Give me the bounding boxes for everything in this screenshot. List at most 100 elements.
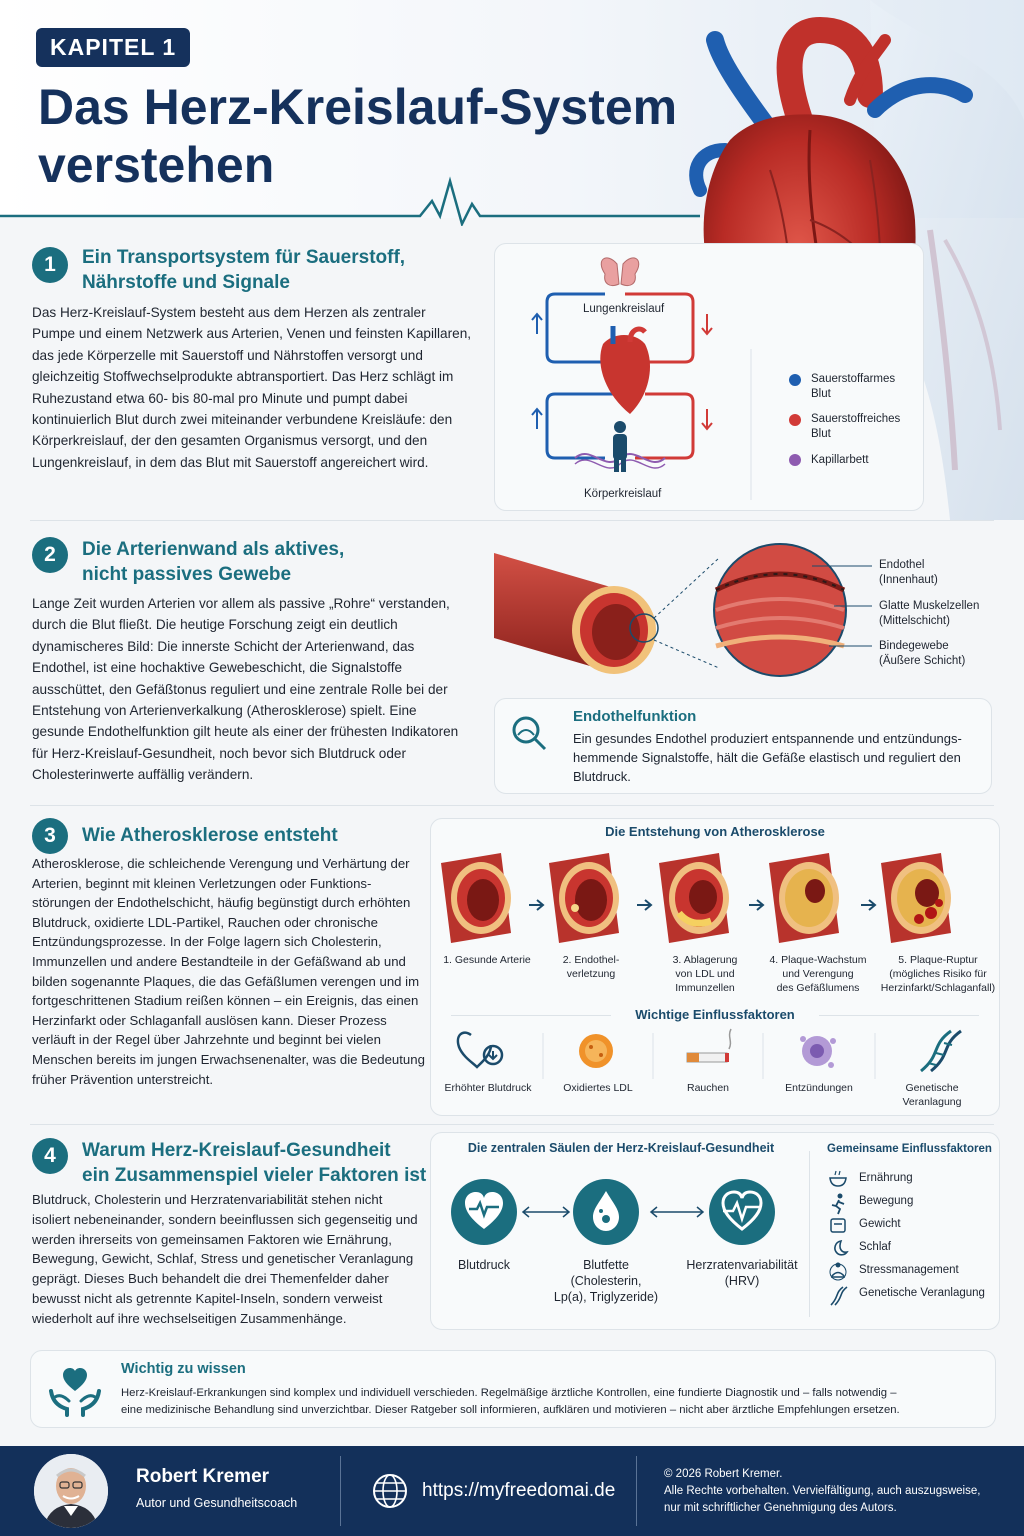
factor-3-label: Rauchen <box>686 1082 730 1094</box>
scale-icon <box>830 1218 846 1233</box>
layer-endothel-line-2: (Innenhaut) <box>879 574 938 586</box>
legend-oxygen-poor-line-1: Sauerstoffarmes <box>811 373 896 385</box>
bidirectional-arrow-icon <box>521 1206 571 1218</box>
pillar-2-label: Blutfette (Cholesterin, Lp(a), Triglyzerid… <box>546 1257 666 1305</box>
artery-wall-illustration <box>494 543 872 677</box>
common-factor-4: Schlaf <box>859 1241 891 1253</box>
copyright-line-3: nur mit schriftlicher Genehmigung des Au… <box>664 1502 897 1514</box>
globe-icon <box>373 1474 407 1508</box>
pillar-2-line-2: (Cholesterin, <box>570 1274 642 1288</box>
factors-title: Wichtige Einflussfaktoren <box>611 1007 819 1022</box>
hrv-heart-icon <box>709 1179 775 1245</box>
section-1-heading-line-1: Ein Transportsystem für Sauerstoff, <box>82 247 406 268</box>
factor-5-line-1: Genetische <box>905 1082 959 1094</box>
atherosclerosis-stages-illustration <box>441 853 951 943</box>
section-2-heading: Die Arterienwand als aktives, nicht pass… <box>82 537 344 587</box>
page-title: Das Herz-Kreislauf-System verstehen <box>38 78 698 194</box>
title-line-2: verstehen <box>38 137 275 193</box>
meditation-icon <box>829 1262 847 1281</box>
pillars-card: Die zentralen Säulen der Herz-Kreislauf-… <box>430 1132 1000 1330</box>
running-icon <box>831 1193 845 1215</box>
stage-3-line-1: 3. Ablagerung <box>672 954 738 966</box>
pillar-2-line-1: Blutfette <box>583 1258 629 1272</box>
divider <box>636 1456 637 1526</box>
magnifier-icon <box>512 716 547 751</box>
common-factor-1: Ernährung <box>859 1172 913 1184</box>
footer: Robert Kremer Autor und Gesundheitscoach… <box>0 1446 1024 1536</box>
bidirectional-arrow-icon <box>649 1206 705 1218</box>
header: KAPITEL 1 Das Herz-Kreislauf-System vers… <box>0 0 1024 520</box>
stage-4-line-2: und Verengung <box>782 968 854 980</box>
common-factor-5: Stressmanagement <box>859 1264 959 1276</box>
legend-oxygen-rich-line-1: Sauerstoffreiches <box>811 413 901 425</box>
layer-connective-line-1: Bindegewebe <box>879 640 949 652</box>
stage-4-label: 4. Plaque-Wachstum und Verengung des Gefäß… <box>763 953 873 995</box>
layer-muscle-line-1: Glatte Muskelzellen <box>879 600 980 612</box>
pillar-2-line-3: Lp(a), Triglyzeride) <box>553 1290 659 1304</box>
factor-5-line-2: Veranlagung <box>902 1096 962 1108</box>
layer-connective-line-2: (Äußere Schicht) <box>879 655 966 667</box>
factor-2-label: Oxidiertes LDL <box>563 1082 633 1094</box>
dna-icon <box>920 1029 962 1073</box>
important-note-box: Wichtig zu wissen Herz-Kreislauf-Erkrank… <box>30 1350 996 1428</box>
factor-1-label: Erhöhter Blutdruck <box>444 1082 532 1094</box>
ekg-line <box>0 176 700 226</box>
ldl-particle-icon <box>579 1034 613 1068</box>
factor-4-label: Entzündungen <box>785 1082 853 1094</box>
section-4-heading-line-1: Warum Herz-Kreislauf-Gesundheit <box>82 1140 391 1161</box>
section-1-number: 1 <box>32 247 68 283</box>
layer-endothel-label: Endothel (Innenhaut) <box>879 558 938 588</box>
section-4-number: 4 <box>32 1138 68 1174</box>
legend-item-oxygen-poor: Sauerstoffarmes Blut <box>811 372 895 402</box>
blood-drop-icon <box>573 1179 639 1245</box>
stage-2-line-2: verletzung <box>566 968 616 980</box>
layer-muscle-label: Glatte Muskelzellen (Mittelschicht) <box>879 599 979 629</box>
blood-pressure-heart-icon <box>451 1179 517 1245</box>
author-name: Robert Kremer <box>136 1466 270 1487</box>
legend-oxygen-rich-line-2: Blut <box>811 428 831 440</box>
legend-oxygen-poor-line-2: Blut <box>811 388 831 400</box>
note-text: Herz-Kreislauf-Erkrankungen sind komplex… <box>121 1385 991 1419</box>
section-3-number: 3 <box>32 818 68 854</box>
section-2-number: 2 <box>32 537 68 573</box>
legend-item-oxygen-rich: Sauerstoffreiches Blut <box>811 412 900 442</box>
note-line-2: eine medizinische Behandlung sind unverz… <box>121 1404 900 1416</box>
common-factor-2: Bewegung <box>859 1195 914 1207</box>
moon-icon <box>834 1239 849 1256</box>
divider <box>30 1124 994 1125</box>
stage-4-line-3: des Gefäßlumens <box>776 982 860 994</box>
section-1-text: Das Herz-Kreislauf-System besteht aus de… <box>32 305 472 470</box>
food-bowl-icon <box>829 1170 847 1187</box>
pillar-3-line-1: Herzratenvariabilität <box>686 1258 798 1272</box>
inflammation-cell-icon <box>800 1036 836 1068</box>
stage-1-line-1: 1. Gesunde Arterie <box>443 954 531 966</box>
copyright-line-2: Alle Rechte vorbehalten. Vervielfältigun… <box>664 1485 981 1497</box>
circulation-diagram-card: Lungenkreislauf Körperkreislauf Sauersto… <box>494 243 924 511</box>
pillar-3-line-2: (HRV) <box>724 1274 760 1288</box>
endothel-info-box: Endothelfunktion Ein gesundes Endothel p… <box>494 698 992 794</box>
author-role: Autor und Gesundheitscoach <box>136 1496 298 1510</box>
endothel-info-text: Ein gesundes Endothel produziert entspan… <box>573 731 962 784</box>
common-factor-3: Gewicht <box>859 1218 901 1230</box>
divider <box>30 805 994 806</box>
divider <box>340 1456 341 1526</box>
section-4-heading: Warum Herz-Kreislauf-Gesundheit ein Zusa… <box>82 1138 426 1188</box>
note-line-1: Herz-Kreislauf-Erkrankungen sind komplex… <box>121 1387 897 1399</box>
circulation-diagram <box>531 257 801 500</box>
stage-4-line-1: 4. Plaque-Wachstum <box>769 954 867 966</box>
section-1-heading-line-2: Nährstoffe und Signale <box>82 272 290 293</box>
section-1-heading: Ein Transportsystem für Sauerstoff, Nähr… <box>82 245 405 295</box>
common-factor-6: Genetische Veranlagung <box>859 1287 985 1299</box>
section-2-heading-line-1: Die Arterienwand als aktives, <box>82 539 345 560</box>
stage-3-line-3: Immunzellen <box>675 982 735 994</box>
divider <box>809 1151 810 1317</box>
stage-5-line-2: (mögliches Risiko für <box>889 968 987 980</box>
pillar-3-label: Herzratenvariabilität (HRV) <box>681 1257 803 1289</box>
website-link[interactable]: https://myfreedomai.de <box>422 1480 616 1501</box>
risk-factor-icons <box>456 1028 962 1079</box>
copyright: © 2026 Robert Kremer. Alle Rechte vorbeh… <box>664 1466 980 1517</box>
title-line-1: Das Herz-Kreislauf-System <box>38 79 678 135</box>
